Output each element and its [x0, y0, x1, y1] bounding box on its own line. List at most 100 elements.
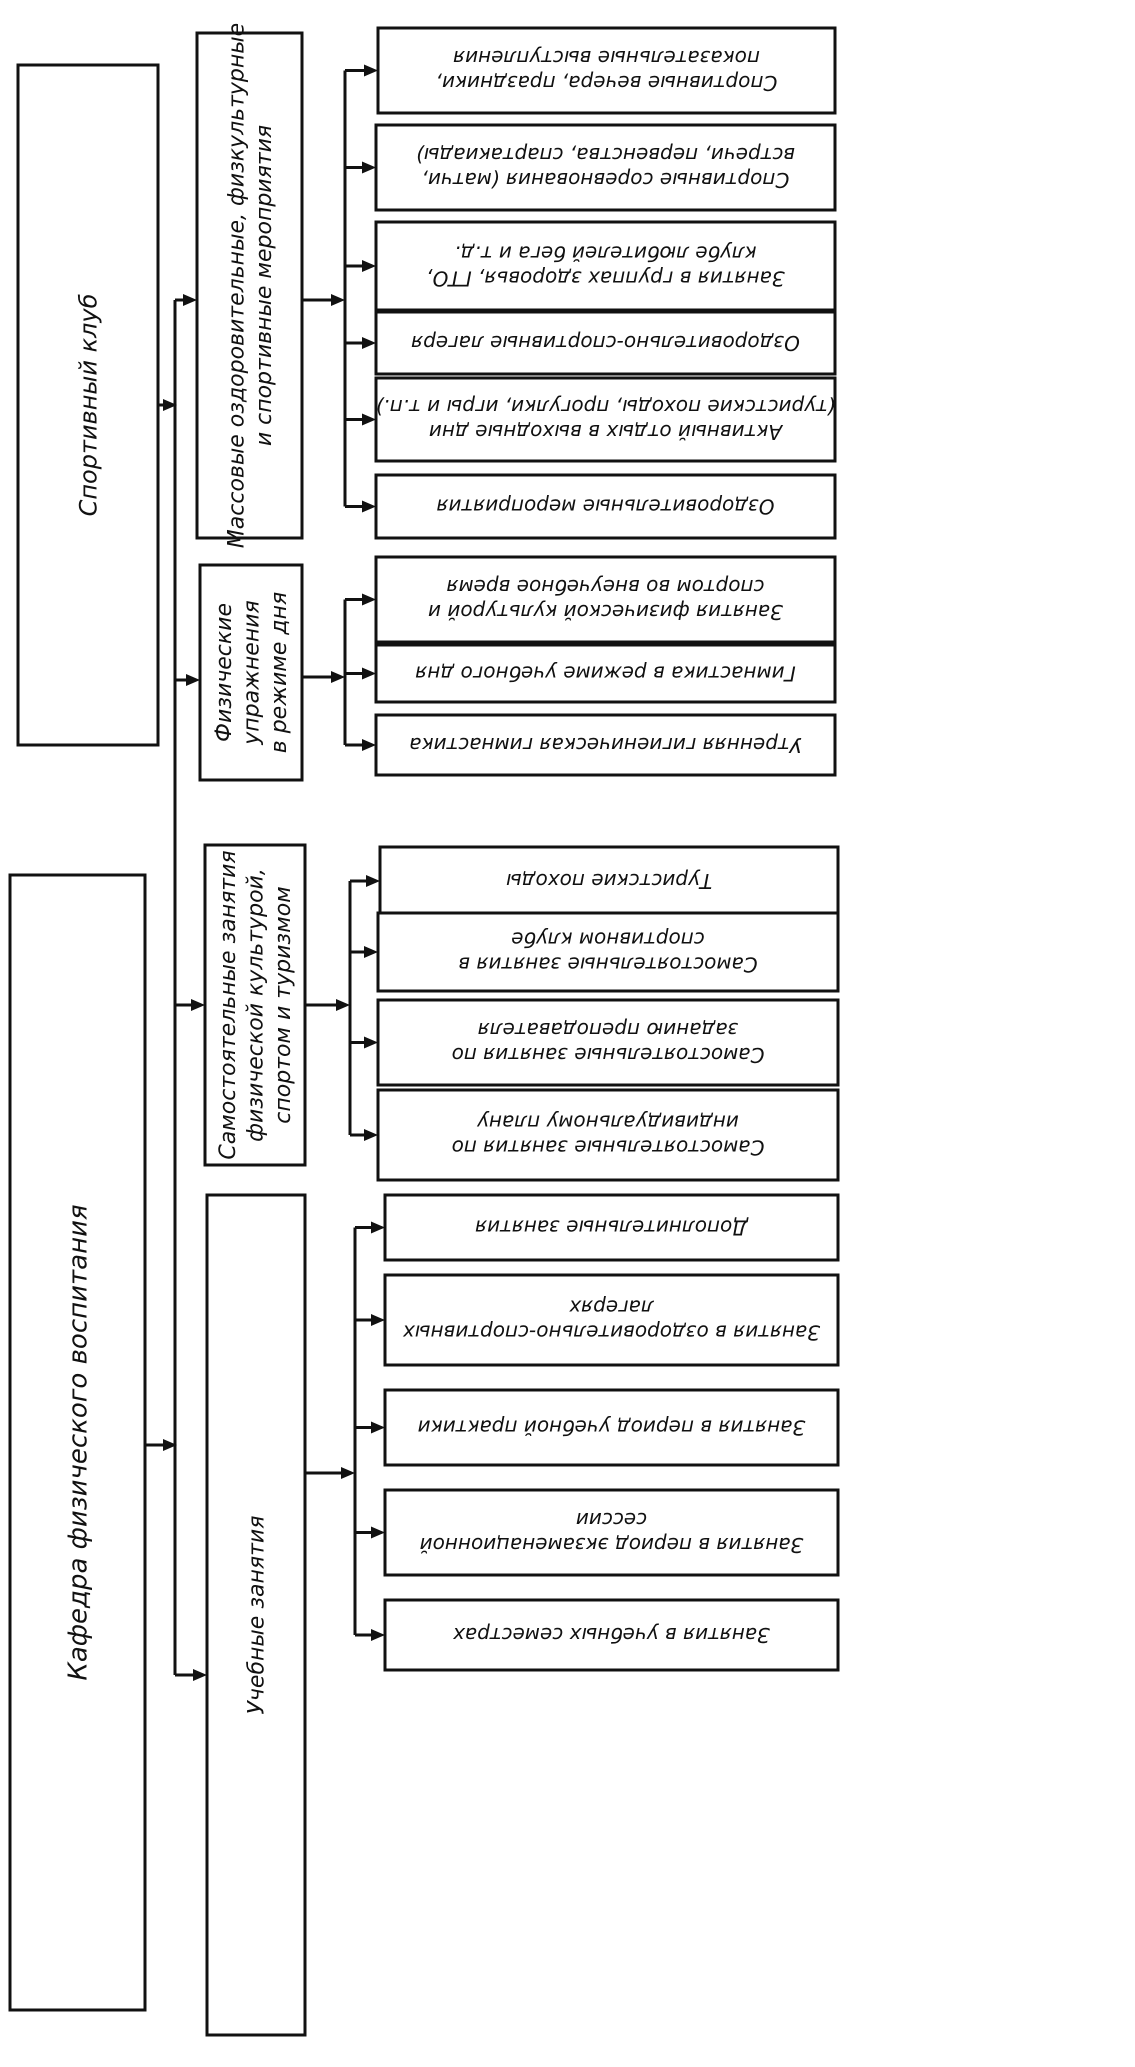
- box-frame-camps: [374, 310, 837, 376]
- arrow-head: [336, 999, 350, 1011]
- box-label-line: Самостоятельные занятия: [216, 850, 241, 1159]
- box-label-line: Спортивный клуб: [74, 293, 102, 516]
- box-label-line: Кафедра физического воспитания: [64, 1204, 94, 1680]
- box-label-line: и спортивные мероприятия: [252, 125, 277, 446]
- box-frame-hiking: [378, 845, 840, 917]
- box-label-extra: Дополнительные занятия: [475, 1216, 749, 1240]
- box-frame-practice: [383, 1388, 840, 1467]
- box-self-plan: Самостоятельные занятия поиндивидуальном…: [376, 1088, 840, 1182]
- arrow-head: [331, 294, 345, 306]
- box-frame-mass: [195, 31, 304, 540]
- arrow-head: [371, 1526, 385, 1539]
- box-label-semesters: Занятия в учебных семестрах: [453, 1623, 770, 1647]
- box-label-camps: Оздоровительно-спортивные лагеря: [411, 331, 800, 355]
- box-frame-daily: [198, 563, 304, 782]
- box-frame-weekend: [374, 376, 837, 463]
- box-label-line: Оздоровительно-спортивные лагеря: [411, 331, 800, 355]
- arrow-head: [163, 1439, 177, 1451]
- box-label-health-events: Оздоровительные мероприятия: [436, 495, 774, 519]
- box-label-after-school: Занятия физической культурой испортом во…: [428, 575, 783, 624]
- arrow-head: [371, 1421, 385, 1434]
- box-camp-classes: Занятия в оздоровительно-спортивныхлагер…: [383, 1273, 840, 1367]
- box-label-line: Спортивные вечера, праздники,: [436, 71, 778, 95]
- box-label-line: Занятия в период экзаменационной: [420, 1533, 804, 1557]
- box-frame-gymnastics-day: [374, 643, 837, 704]
- box-label-line: Дополнительные занятия: [475, 1216, 749, 1240]
- box-label-camp-classes: Занятия в оздоровительно-спортивныхлагер…: [403, 1296, 820, 1345]
- box-camps: Оздоровительно-спортивные лагеря: [374, 310, 837, 376]
- box-label-self-plan: Самостоятельные занятия поиндивидуальном…: [452, 1111, 765, 1160]
- box-label-evenings: Спортивные вечера, праздники,показательн…: [436, 46, 778, 95]
- box-label-line: физической культурой,: [244, 868, 269, 1142]
- box-frame-after-school: [374, 555, 837, 644]
- box-frame-self-teacher: [376, 998, 840, 1087]
- box-label-line: (туристские походы, прогулки, игры и т.п…: [376, 395, 836, 419]
- box-label-line: индивидуальному плану: [476, 1111, 739, 1135]
- box-label-line: заданию преподавателя: [478, 1018, 739, 1042]
- arrow-head: [183, 294, 197, 306]
- arrow-head: [191, 999, 205, 1011]
- box-label-morning: Утренняя гигиеническая гимнастика: [409, 733, 802, 757]
- box-label-line: Гимнастика в режиме учебного дня: [415, 662, 795, 686]
- box-label-line: Занятия в период учебной практики: [418, 1416, 806, 1440]
- box-self-club: Самостоятельные занятия вспортивном клуб…: [376, 911, 840, 993]
- box-label-line: показательные выступления: [453, 46, 760, 70]
- box-label-line: Занятия в учебных семестрах: [453, 1623, 770, 1647]
- arrow-head: [364, 64, 378, 77]
- box-label-line: Туристские походы: [506, 869, 712, 893]
- box-frame-camp-classes: [383, 1273, 840, 1367]
- arrow-head: [362, 413, 376, 426]
- arrow-head: [362, 500, 376, 513]
- box-self-teacher: Самостоятельные занятия позаданию препод…: [376, 998, 840, 1087]
- box-gymnastics-day: Гимнастика в режиме учебного дня: [374, 643, 837, 704]
- box-frame-health-events: [374, 473, 837, 540]
- box-label-line: в режиме дня: [267, 592, 292, 754]
- box-frame-self-club: [376, 911, 840, 993]
- box-label-line: Занятия в оздоровительно-спортивных: [403, 1321, 820, 1345]
- box-frame-dept: [8, 873, 147, 2012]
- box-label-line: Активный отдых в выходные дни: [429, 420, 784, 444]
- arrow-head: [163, 399, 177, 411]
- box-label-health-groups: Занятия в группах здоровья, ГТО,клубе лю…: [426, 242, 784, 291]
- arrow-head: [193, 1669, 207, 1681]
- arrow-head: [186, 674, 200, 686]
- box-label-weekend: Активный отдых в выходные дни(туристские…: [376, 395, 836, 444]
- box-after-school: Занятия физической культурой испортом во…: [374, 555, 837, 644]
- box-label-line: спортивном клубе: [511, 928, 705, 952]
- box-weekend: Активный отдых в выходные дни(туристские…: [374, 376, 837, 463]
- box-label-dept: Кафедра физического воспитания: [64, 1204, 94, 1680]
- box-label-line: Занятия физической культурой и: [428, 600, 783, 624]
- box-extra: Дополнительные занятия: [383, 1193, 840, 1262]
- arrow-head: [341, 1467, 355, 1479]
- box-label-line: лагерях: [569, 1296, 655, 1320]
- box-exam: Занятия в период экзаменационнойсессии: [383, 1488, 840, 1577]
- box-frame-self: [203, 843, 307, 1167]
- box-label-line: встречи, первенства, спартакиады): [416, 143, 795, 167]
- box-label-line: упражнения: [240, 600, 265, 746]
- box-semesters: Занятия в учебных семестрах: [383, 1598, 840, 1672]
- box-label-line: Самостоятельные занятия в: [458, 953, 757, 977]
- box-label-club: Спортивный клуб: [74, 293, 102, 516]
- box-health-groups: Занятия в группах здоровья, ГТО,клубе лю…: [374, 220, 837, 312]
- box-label-line: клубе любителей бега и т.д.: [454, 242, 756, 266]
- arrow-head: [362, 667, 376, 680]
- arrow-head: [362, 593, 376, 606]
- box-label-line: спортом во внеучебное время: [446, 575, 764, 599]
- box-label-line: Занятия в группах здоровья, ГТО,: [426, 267, 784, 291]
- arrow-head: [331, 671, 345, 683]
- box-study: Учебные занятия: [205, 1193, 307, 2037]
- box-label-line: спортом и туризмом: [271, 886, 296, 1124]
- box-frame-extra: [383, 1193, 840, 1262]
- box-health-events: Оздоровительные мероприятия: [374, 473, 837, 540]
- box-label-exam: Занятия в период экзаменационнойсессии: [420, 1508, 804, 1557]
- box-practice: Занятия в период учебной практики: [383, 1388, 840, 1467]
- arrow-head: [371, 1221, 385, 1234]
- box-label-line: Самостоятельные занятия по: [452, 1043, 765, 1067]
- box-competitions: Спортивные соревнования (матчи,встречи, …: [374, 123, 837, 212]
- box-frame-competitions: [374, 123, 837, 212]
- box-frame-morning: [374, 713, 837, 777]
